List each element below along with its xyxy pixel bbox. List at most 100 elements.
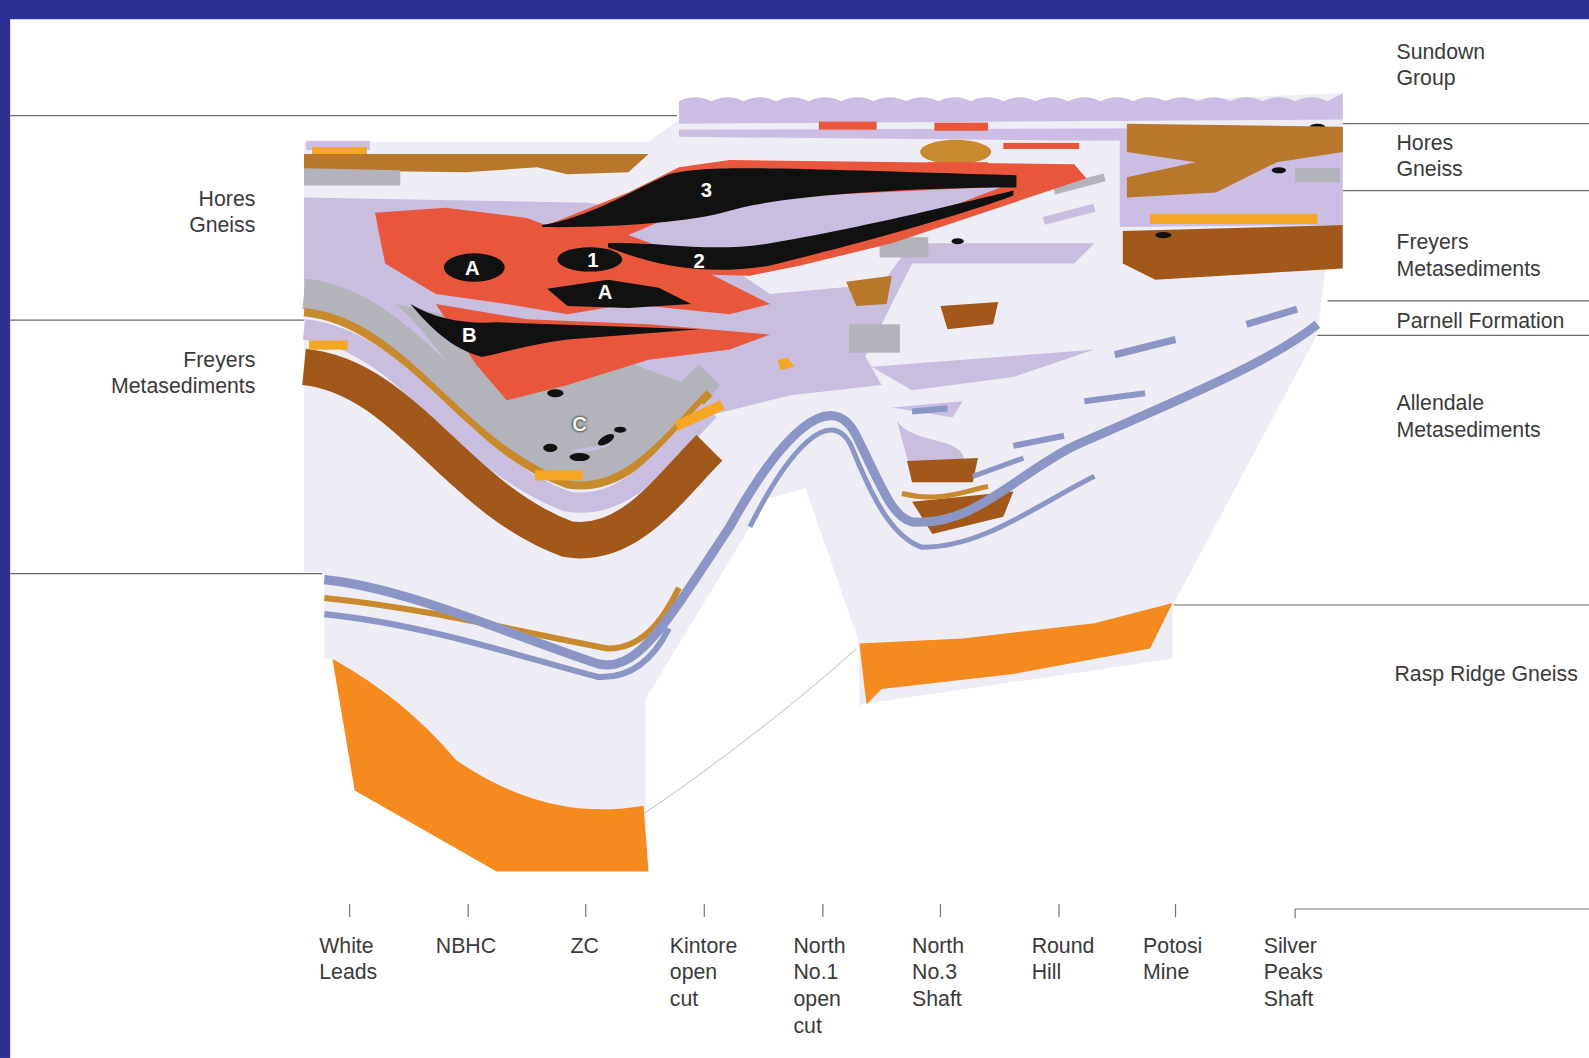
central-layers [846,276,892,306]
leader-line [10,573,322,574]
orebody-label: 1 [587,249,598,269]
layer-label: Sundown Group [1396,39,1518,92]
central-layers [920,140,991,164]
orebody [410,168,1016,461]
frame [0,0,1589,19]
locality-tick [822,904,823,917]
central-layers [907,458,978,482]
parnell-formation [973,458,1024,476]
orebody [543,444,557,452]
layer-label: Rasp Ridge Gneiss [1394,661,1577,688]
orebody-label: B [462,324,477,344]
orebody-label: 3 [701,179,712,199]
orebody-label: 2 [694,250,705,270]
locality-tick [349,904,350,917]
locality-label: White Leads [319,932,390,985]
parnell-formation [324,588,679,649]
sundown-group [934,123,988,131]
hores-gneiss [1123,225,1343,280]
layer-label: Freyers Metasediments [1396,229,1568,282]
rasp-ridge-gneiss [859,603,1172,704]
orebody [608,191,1013,270]
layer-label: Hores Gneiss [1396,130,1497,183]
orebody [542,168,1016,227]
locality-tick [1058,904,1059,917]
parnell-formation [324,324,1317,665]
leader-line [10,115,677,116]
locality-tick [468,904,469,917]
hores-gneiss [312,147,367,155]
section-ground [304,93,1343,881]
orebody-label: A [465,257,480,277]
central-layers [902,486,988,497]
rasp-ridge-gneiss [332,603,1172,872]
sundown-group [679,93,1343,123]
layer-label: Allendale Metasediments [1396,390,1568,443]
orebody-label: A [598,282,613,302]
locality-tick [704,904,705,917]
parnell-formation [324,309,1317,677]
sundown-group [1003,143,1079,149]
parnell-formation [750,430,1095,547]
locality-label: North No.1 open cut [793,932,862,1038]
orebody [547,389,563,397]
sundown-group [819,122,877,130]
parnell-formation [1246,309,1297,324]
parnell-formation [1115,339,1176,354]
layer-label: Freyers Metasediments [83,347,255,400]
parnell-formation [1013,436,1064,446]
parnell-formation [912,408,947,411]
locality-label: Kintore open cut [670,932,749,1012]
section-ground [646,488,860,881]
hores-gneiss [1127,124,1343,198]
leader-line [10,320,304,321]
orebody [410,304,699,357]
orebody [444,253,505,281]
layer-label: Parnell Formation [1396,308,1564,335]
orebody [614,427,626,433]
syncline-layers [535,470,583,480]
section-ground [640,649,856,816]
locality-tick [1175,904,1176,917]
parnell-formation [1084,393,1145,401]
syncline-layers [674,400,724,431]
locality-label: North No.3 Shaft [912,932,981,1012]
central-layers [1044,208,1095,221]
locality-label: ZC [571,932,599,959]
locality-tick [940,904,941,917]
locality-tick [1295,909,1589,918]
hores-gneiss [304,168,400,185]
layer-label: Hores Gneiss [144,185,255,238]
frame [0,0,10,1058]
leader-line [1343,190,1589,191]
central-layers [940,302,998,329]
locality-tick [350,904,1589,918]
orebody [596,432,616,448]
section-ground [304,93,1343,871]
locality-label: Potosi Mine [1143,932,1214,985]
hores-gneiss [1150,214,1317,224]
orebody [570,453,590,461]
central-layers [849,324,900,352]
hores-gneiss [1272,167,1286,173]
orebody [557,247,622,271]
central-layers [892,401,963,417]
locality-tick [585,904,586,917]
rasp-ridge-gneiss [332,659,648,872]
syncline-layers [309,340,348,349]
leader-line [1343,123,1589,124]
orebody-label: C [572,413,587,433]
orebody [952,238,964,244]
leader-line [1328,300,1589,301]
ore-host [375,160,1086,400]
locality-label: NBHC [436,932,496,959]
hores-gneiss [1155,232,1171,238]
locality-label: Round Hill [1032,932,1103,985]
central-layers [872,350,1095,391]
hores-gneiss [1295,168,1340,182]
leader-line [1317,335,1589,336]
locality-label: Silver Peaks Shaft [1264,932,1331,1012]
orebody [547,280,691,308]
